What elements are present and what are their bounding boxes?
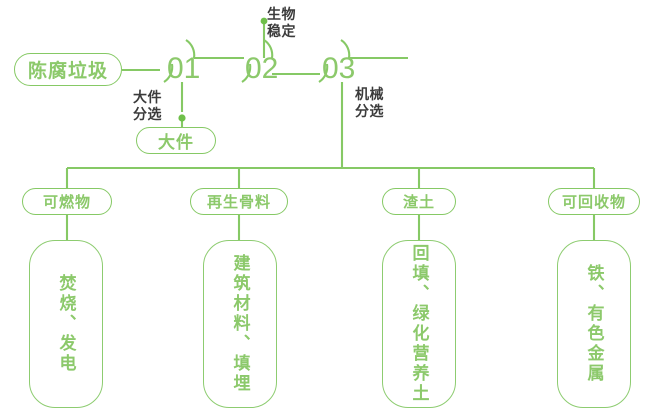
node-category-recyclables[interactable]: 可回收物 [548,188,640,215]
annotation-mechanical-sorting: 机械 分选 [355,86,384,119]
node-category-combustible[interactable]: 可燃物 [22,188,112,215]
node-category-slag-soil[interactable]: 渣土 [382,188,456,215]
step-number-03[interactable]: 03 [322,52,356,85]
node-category-recycled-aggregate[interactable]: 再生骨料 [190,188,288,215]
node-root-stale-waste[interactable]: 陈腐垃圾 [14,53,122,86]
annotation-bio-stabilization: 生物 稳定 [267,6,296,39]
node-destination-recycled-aggregate[interactable]: 建筑材料、填埋 [203,240,277,408]
step-number-01[interactable]: 01 [167,52,201,85]
destination-text: 铁、有色金属 [584,264,604,384]
node-bulky-output[interactable]: 大件 [136,127,216,154]
node-destination-recyclables[interactable]: 铁、有色金属 [557,240,631,408]
destination-text: 建筑材料、填埋 [230,254,250,394]
node-destination-combustible[interactable]: 焚烧、发电 [29,240,103,408]
node-destination-slag-soil[interactable]: 回填、绿化营养土 [382,240,456,408]
annotation-bulky-sorting: 大件 分选 [133,89,162,122]
destination-text: 焚烧、发电 [56,274,76,374]
destination-text: 回填、绿化营养土 [409,244,429,404]
step-number-02[interactable]: 02 [245,52,279,85]
dot-bulky-branch [178,114,186,122]
